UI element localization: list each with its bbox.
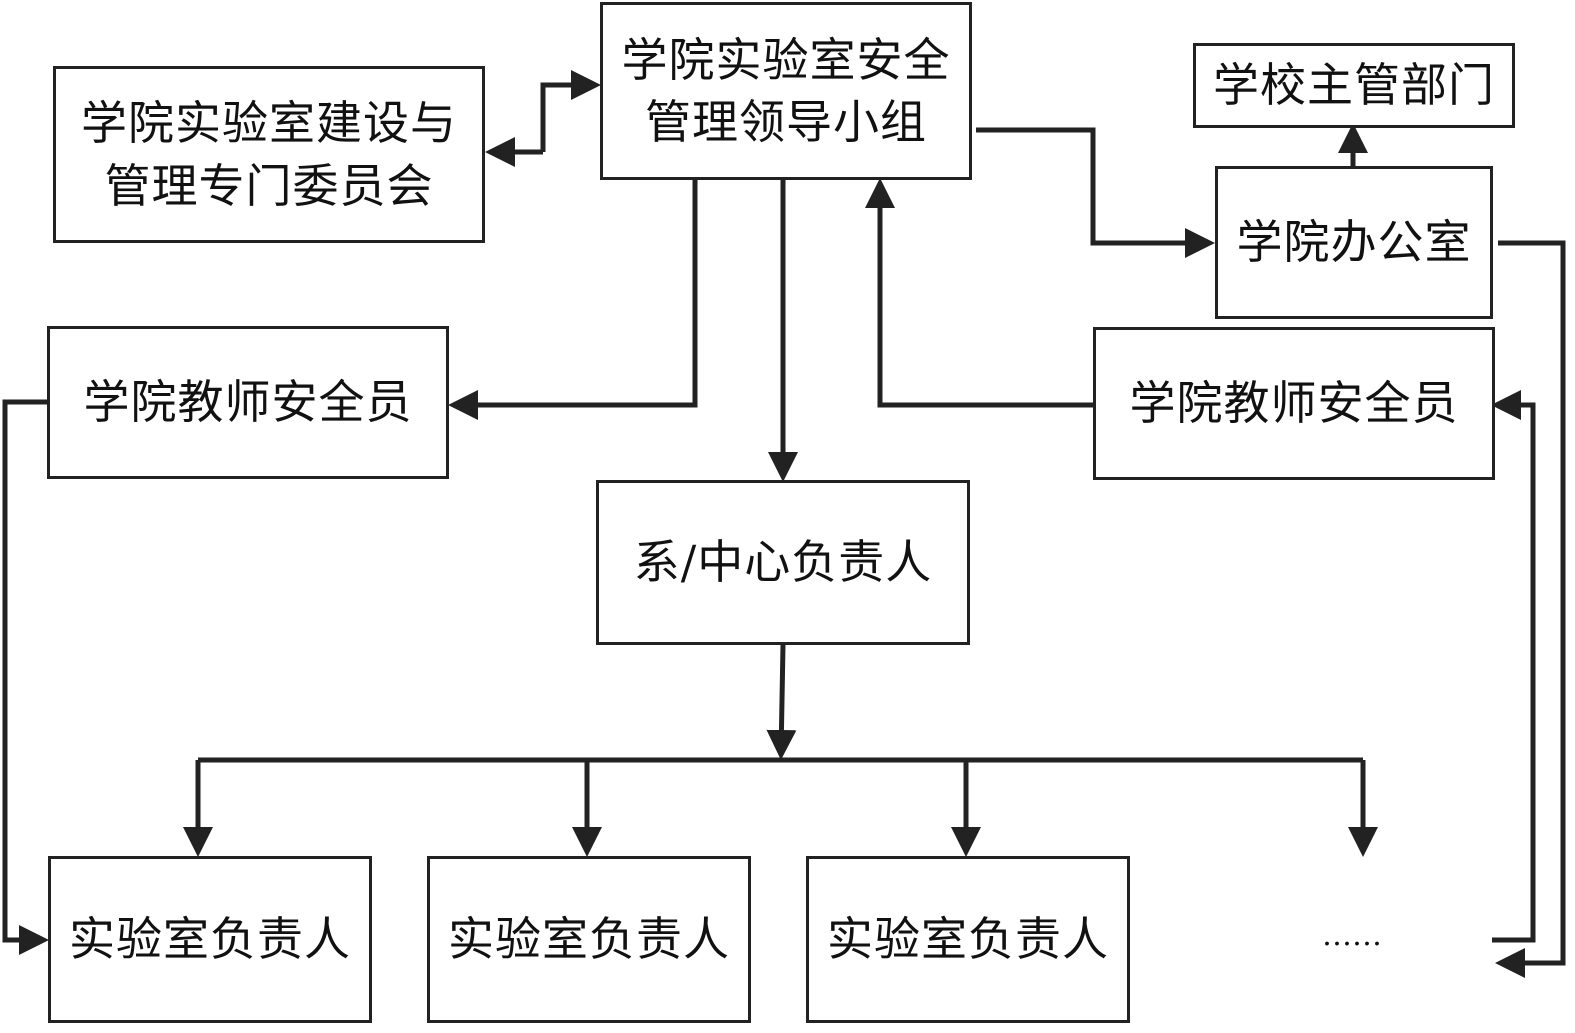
safety-officer-right-label: 学院教师安全员: [1129, 376, 1459, 431]
school-dept-box: 学校主管部门: [1193, 43, 1515, 128]
edge-office-right-loop: [1495, 240, 1566, 978]
school-dept-label: 学校主管部门: [1213, 58, 1495, 113]
edge-safety-right-leadership: [865, 178, 1093, 408]
more-ellipsis: ……: [1322, 918, 1382, 953]
college-office-box: 学院办公室: [1215, 166, 1493, 319]
lab-head-box-3: 实验室负责人: [806, 856, 1130, 1023]
leadership-group-box: 学院实验室安全 管理领导小组: [600, 2, 972, 180]
lab-head-box-1: 实验室负责人: [48, 856, 372, 1023]
committee-label: 学院实验室建设与 管理专门委员会: [81, 96, 457, 213]
lab-head-box-2: 实验室负责人: [427, 856, 751, 1023]
committee-box: 学院实验室建设与 管理专门委员会: [53, 66, 485, 243]
edge-leadership-office: [976, 127, 1215, 258]
dept-head-box: 系/中心负责人: [596, 480, 970, 645]
edge-leadership-safety-left: [448, 180, 698, 420]
lab-head-label-2: 实验室负责人: [448, 912, 730, 967]
lab-head-label-1: 实验室负责人: [69, 912, 351, 967]
edge-dept-head-bus: [766, 644, 797, 760]
dept-head-label: 系/中心负责人: [633, 535, 933, 590]
college-office-label: 学院办公室: [1236, 215, 1472, 270]
edge-more-safety-right: [1491, 390, 1536, 943]
lab-head-label-3: 实验室负责人: [827, 912, 1109, 967]
safety-officer-right-box: 学院教师安全员: [1093, 327, 1495, 480]
leadership-group-label: 学院实验室安全 管理领导小组: [621, 32, 951, 149]
edge-committee-leadership: [540, 70, 601, 152]
safety-officer-left-box: 学院教师安全员: [47, 326, 449, 479]
safety-officer-left-label: 学院教师安全员: [83, 375, 413, 430]
edge-safety-left-lab-1: [2, 399, 49, 955]
